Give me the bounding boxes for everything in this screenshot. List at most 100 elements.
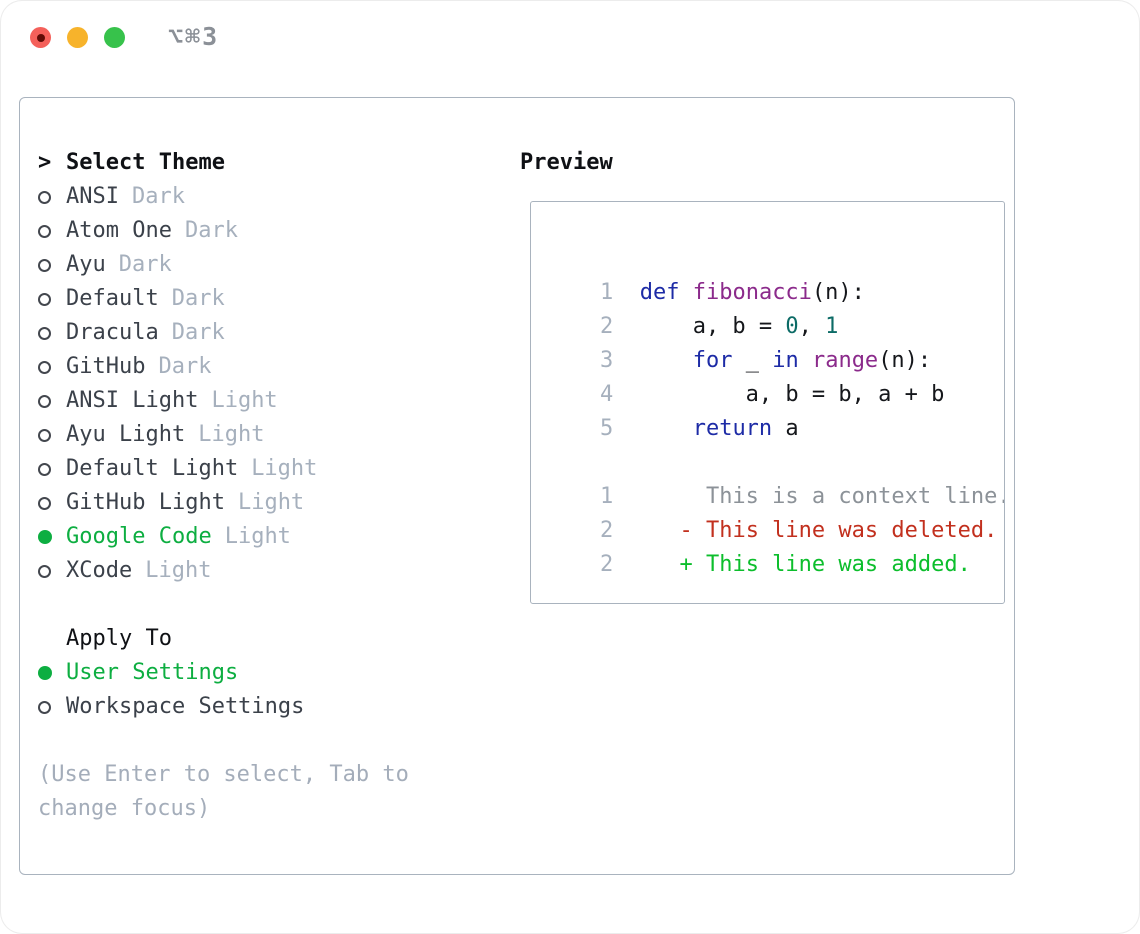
radio-icon [38, 700, 51, 714]
preview-line: 1 This is a context line. [547, 446, 1004, 509]
marker-col [38, 190, 66, 204]
select-theme-title: Select Theme [66, 150, 225, 175]
code-segment: range [811, 348, 879, 373]
theme-variant-tag: Dark [131, 184, 185, 209]
theme-option[interactable]: GitHub Dark [38, 350, 470, 384]
radio-icon [38, 530, 52, 544]
code-segment: a [772, 416, 799, 441]
theme-option[interactable]: Default Dark [38, 282, 470, 316]
code-segment [640, 416, 693, 441]
theme-option[interactable]: ANSI Light Light [38, 384, 470, 418]
theme-option[interactable]: Dracula Dark [38, 316, 470, 350]
code-segment: in [772, 348, 799, 373]
line-number: 3 [599, 348, 614, 373]
spacer [38, 588, 470, 622]
line-content: a, b = 0, 1 [640, 314, 839, 339]
line-number: 1 [599, 484, 614, 509]
apply-to-label: User Settings [66, 660, 239, 685]
line-number: 4 [599, 382, 614, 407]
zoom-button[interactable] [104, 27, 125, 48]
apply-to-header: Apply To [38, 622, 470, 656]
line-number: 2 [599, 552, 614, 577]
theme-option[interactable]: Default Light Light [38, 452, 470, 486]
theme-variant-tag: Dark [184, 218, 238, 243]
theme-option[interactable]: Ayu Light Light [38, 418, 470, 452]
theme-variant-tag: Light [224, 524, 291, 549]
code-segment: fibonacci [692, 280, 812, 305]
theme-variant-tag: Dark [158, 354, 212, 379]
preview-line: 3 for _ in range(n): [547, 310, 1004, 373]
recording-dot-icon [36, 33, 45, 42]
preview-line: 2 a, b = 0, 1 [547, 276, 1004, 339]
code-segment: (n): [811, 280, 865, 305]
radio-icon [38, 564, 51, 578]
apply-to-label: Workspace Settings [66, 694, 305, 719]
selection-prompt-icon: > [38, 150, 52, 175]
marker-col [38, 462, 66, 476]
radio-icon [38, 326, 51, 340]
theme-list-section: > Select Theme ANSI Dark Atom One Dark A… [20, 146, 470, 826]
marker-col [38, 258, 66, 272]
line-content: a, b = b, a + b [640, 382, 945, 407]
line-content: + This line was added. [640, 552, 970, 577]
theme-option[interactable]: Atom One Dark [38, 214, 470, 248]
code-segment: for [692, 348, 733, 373]
radio-icon [38, 190, 51, 204]
preview-line: 2 - This line was deleted. [547, 480, 1004, 543]
marker-col [38, 360, 66, 374]
theme-option[interactable]: ANSI Dark [38, 180, 470, 214]
marker-col [38, 666, 66, 680]
select-theme-header: > Select Theme [38, 146, 470, 180]
preview-line: 5 return a [547, 378, 1004, 441]
theme-option[interactable]: Google Code Light [38, 520, 470, 554]
code-segment: def [639, 280, 680, 305]
code-segment: (n): [878, 348, 932, 373]
theme-variant-tag: Light [211, 388, 278, 413]
theme-variant-tag: Light [237, 490, 305, 515]
marker-col [38, 224, 66, 238]
marker-col [38, 428, 66, 442]
theme-name: Default [66, 286, 159, 311]
theme-options-list: ANSI Dark Atom One Dark Ayu Dark Default… [38, 180, 470, 588]
radio-icon [38, 666, 52, 680]
code-segment [679, 280, 692, 305]
marker-col [38, 394, 66, 408]
diff-preview: 1 This is a context line. 2 - This line … [547, 446, 1004, 577]
code-segment [799, 348, 812, 373]
line-content: This is a context line. [640, 484, 1004, 509]
theme-variant-tag: Dark [171, 286, 225, 311]
preview-title: Preview [520, 150, 613, 175]
line-number: 2 [599, 518, 614, 543]
radio-icon [38, 428, 51, 442]
theme-name: GitHub [66, 354, 146, 379]
marker-col [38, 496, 66, 510]
code-segment: - This line was deleted. [679, 518, 998, 543]
code-segment: a, b = [639, 314, 786, 339]
code-segment: , [798, 314, 826, 339]
line-content: return a [640, 416, 799, 441]
radio-icon [38, 292, 51, 306]
theme-name: Ayu Light [66, 422, 186, 447]
apply-to-option[interactable]: Workspace Settings [38, 690, 470, 724]
radio-icon [38, 462, 51, 476]
minimize-button[interactable] [67, 27, 88, 48]
radio-icon [38, 360, 51, 374]
marker-col [38, 530, 66, 544]
window-title-shortcut: ⌥⌘3 [168, 22, 220, 51]
marker-col [38, 292, 66, 306]
preview-line: 2 + This line was added. [547, 514, 1004, 577]
theme-option[interactable]: GitHub Light Light [38, 486, 470, 520]
theme-option[interactable]: XCode Light [38, 554, 470, 588]
theme-variant-tag: Dark [118, 252, 172, 277]
theme-name: Dracula [66, 320, 159, 345]
line-content: for _ in range(n): [640, 348, 931, 373]
close-button[interactable] [30, 27, 51, 48]
radio-icon [38, 496, 51, 510]
apply-to-option[interactable]: User Settings [38, 656, 470, 690]
radio-icon [38, 224, 51, 238]
theme-option[interactable]: Ayu Dark [38, 248, 470, 282]
